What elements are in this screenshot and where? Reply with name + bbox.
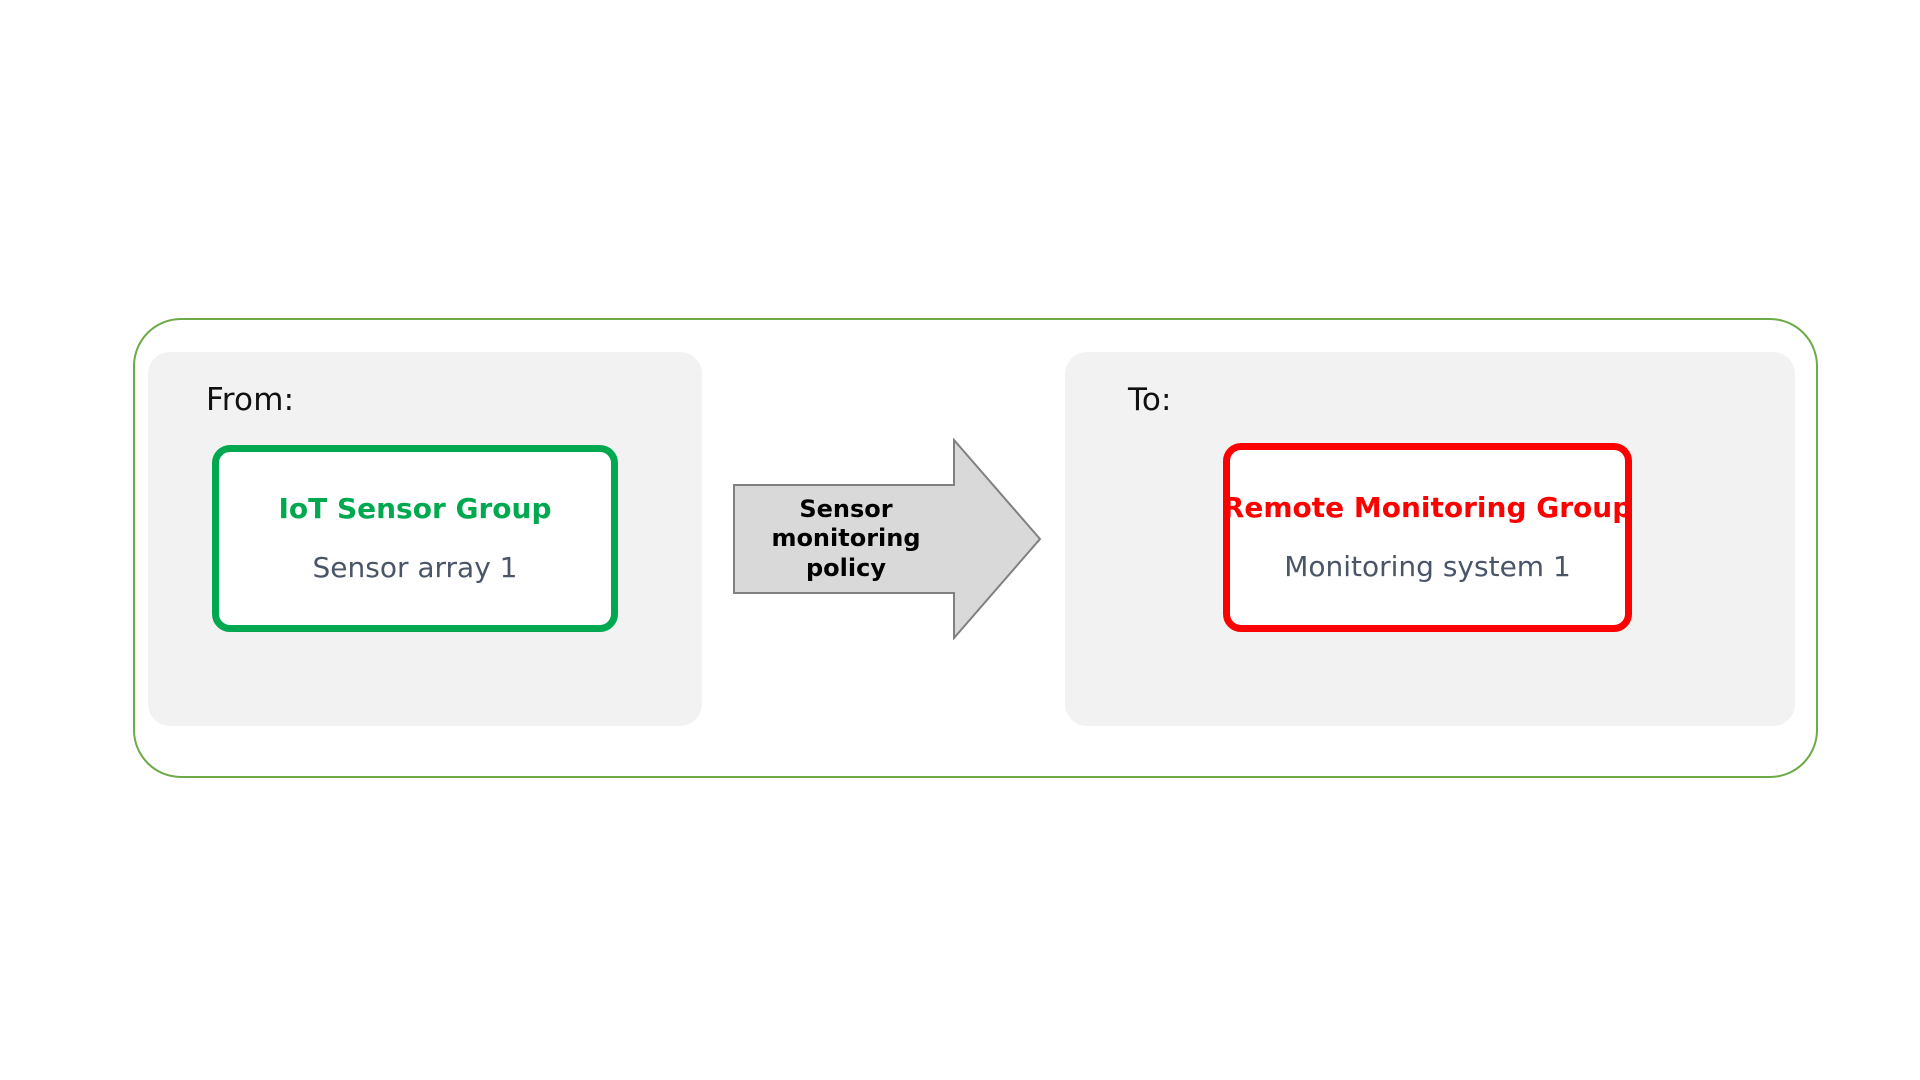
target-entity-box[interactable]: Remote Monitoring Group Monitoring syste… (1223, 443, 1632, 632)
from-panel-label: From: (206, 382, 295, 418)
target-entity-title: Remote Monitoring Group (1222, 490, 1633, 524)
target-entity-subtitle: Monitoring system 1 (1284, 549, 1571, 583)
source-entity-title: IoT Sensor Group (278, 491, 552, 525)
policy-arrow[interactable]: Sensor monitoring policy (732, 438, 1042, 640)
source-entity-subtitle: Sensor array 1 (312, 550, 518, 584)
source-entity-box[interactable]: IoT Sensor Group Sensor array 1 (212, 445, 618, 632)
arrow-right-icon (733, 438, 1042, 640)
to-panel-label: To: (1128, 382, 1172, 418)
